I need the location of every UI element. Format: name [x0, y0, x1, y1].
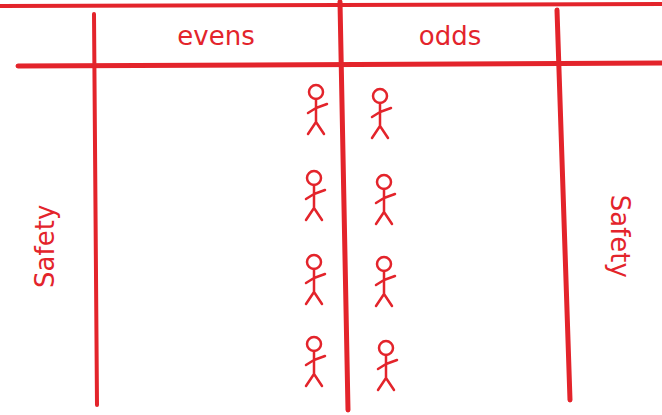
stick-figure: [306, 171, 325, 220]
stick-figure: [376, 257, 395, 306]
column-heading: evens: [177, 22, 254, 51]
stick-figure: [306, 337, 325, 386]
stick-figure: [372, 89, 391, 138]
stick-figure: [378, 341, 397, 390]
safety-zone-label: Safety: [32, 204, 61, 287]
center-line: [340, 2, 348, 410]
safety-zone-label: Safety: [606, 194, 635, 277]
stick-figure: [376, 175, 395, 224]
column-heading: odds: [419, 22, 481, 51]
stick-figure: [308, 85, 327, 134]
top-line: [0, 4, 662, 6]
left-boundary: [94, 14, 97, 405]
stick-figure: [306, 255, 325, 304]
right-boundary: [557, 10, 570, 400]
